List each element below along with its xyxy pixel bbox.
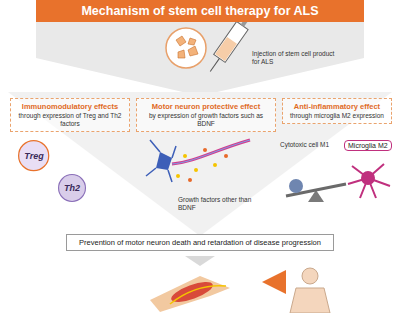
circle-shape	[59, 175, 86, 202]
stem-cells	[176, 36, 198, 58]
node-body: through microglia M2 expression	[287, 112, 387, 120]
injection-note: Injection of stem cell product for ALS	[252, 50, 336, 66]
outcome-band: Prevention of motor neuron death and ret…	[66, 234, 334, 251]
effect-box: Motor neuron protective effectby express…	[136, 98, 276, 132]
down-arrow	[185, 256, 215, 266]
node-body: through expression of Treg and Th2 facto…	[15, 112, 125, 128]
human-body	[290, 268, 330, 313]
microglia	[348, 164, 390, 198]
circle-shape	[19, 141, 49, 171]
node-heading: Microglia M2	[348, 142, 388, 149]
growth-factor-note: Growth factors other than BDNF	[178, 196, 264, 212]
funnel-top	[36, 22, 364, 96]
node-body: by expression of growth factors such as …	[141, 112, 271, 128]
seesaw	[286, 179, 346, 202]
node-heading: Treg	[24, 151, 43, 161]
effect-box: Anti-inflammatory effectthrough microgli…	[282, 98, 392, 124]
node-heading: Prevention of motor neuron death and ret…	[73, 238, 327, 247]
funnel	[8, 92, 392, 236]
pointer-arrow	[262, 270, 286, 294]
th2-circle: Th2	[58, 174, 86, 202]
title-banner: Mechanism of stem cell therapy for ALS	[36, 0, 364, 22]
node-heading: Th2	[64, 183, 80, 193]
motor-neuron	[146, 140, 250, 182]
m1-label: Cytotoxic cell M1	[280, 141, 342, 149]
node-heading: Immunomodulatory effects	[15, 102, 125, 111]
treg-circle: Treg	[18, 140, 49, 171]
microglia-tag: Microglia M2	[344, 140, 392, 151]
node-heading: Anti-inflammatory effect	[287, 102, 387, 111]
effect-box: Immunomodulatory effectsthrough expressi…	[10, 98, 130, 132]
node-heading: Motor neuron protective effect	[141, 102, 271, 111]
title-text: Mechanism of stem cell therapy for ALS	[81, 4, 318, 18]
arm-muscle	[150, 276, 230, 312]
cell-dish	[166, 28, 206, 68]
